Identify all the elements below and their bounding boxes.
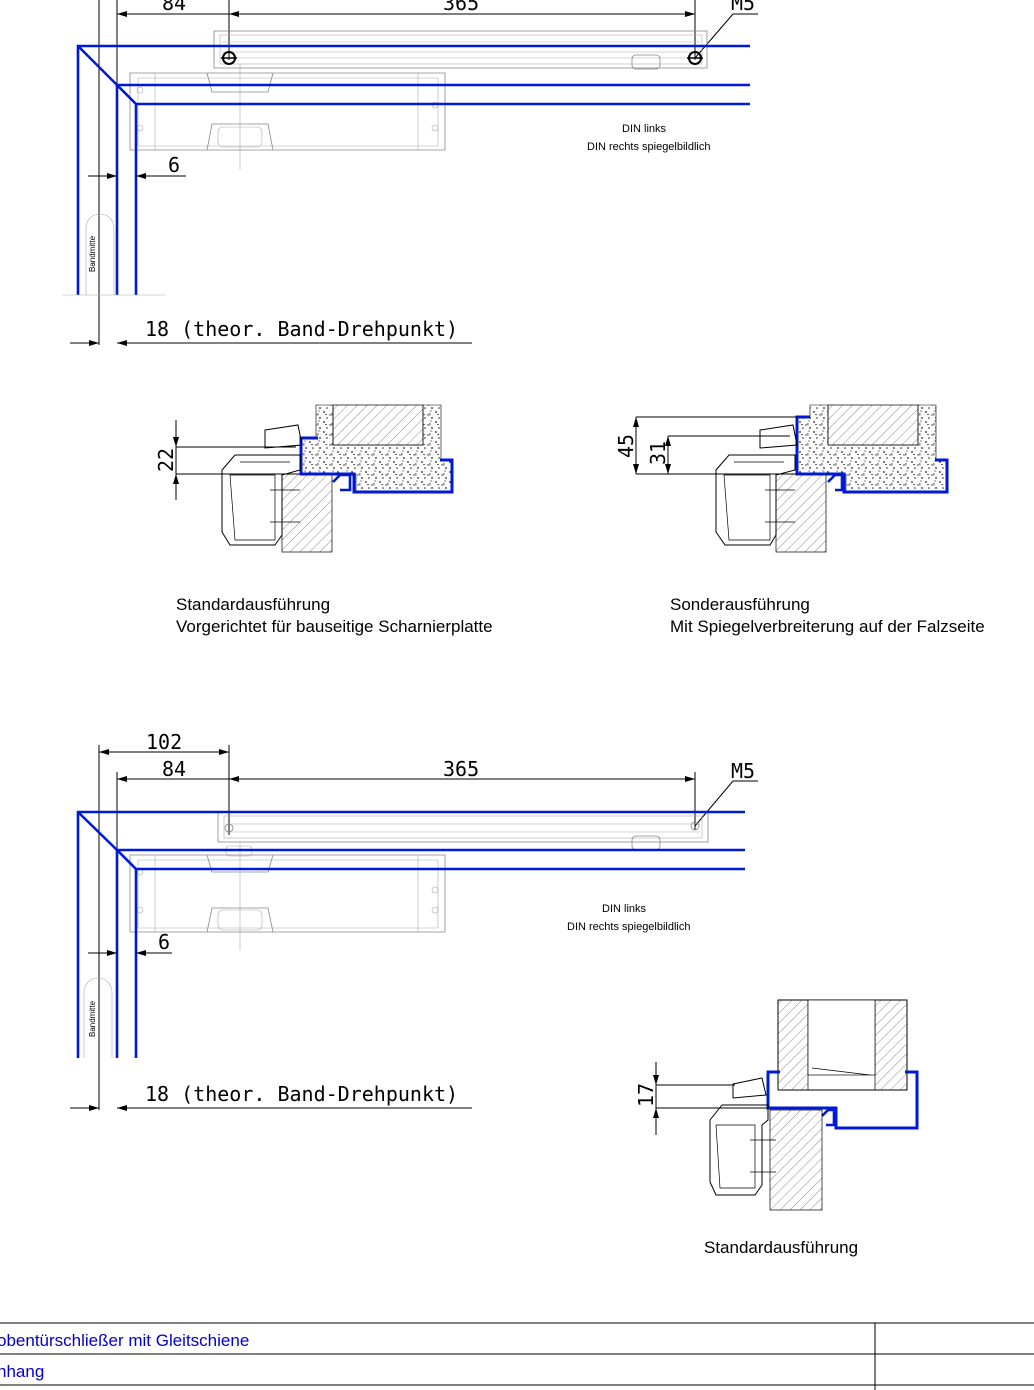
bandmitte-label-bottom: Bandmitte [88, 1000, 97, 1037]
section-standard [173, 404, 454, 553]
bandmitte-label-top: Bandmitte [88, 235, 97, 272]
dim-84-top: 84 [162, 0, 186, 15]
dim-6-bottom: 6 [158, 930, 170, 954]
dim-6-top: 6 [168, 153, 180, 177]
slide-rail [213, 30, 708, 70]
dim-m5-top: M5 [731, 0, 755, 15]
title-block [0, 1322, 1034, 1390]
door-closer-body-bottom [129, 842, 446, 950]
caption-special-2: Mit Spiegelverbreiterung auf der Falzsei… [670, 617, 985, 636]
dim-365-top: 365 [443, 0, 479, 15]
dim-22: 22 [154, 448, 178, 472]
dim-18-lines-bottom [70, 1105, 472, 1111]
dim-6-lines-top [88, 173, 186, 179]
dim-18-lines-top [70, 340, 472, 346]
top-plan-view: 84 365 M5 [62, 0, 758, 346]
bottom-plan-view: 102 84 365 M5 [70, 730, 758, 1111]
title-row-2: nhang [0, 1362, 44, 1381]
dim-m5-bottom: M5 [731, 759, 755, 783]
frame-door-outline-bottom [76, 810, 745, 1058]
caption-standard-2: Vorgerichtet für bauseitige Scharnierpla… [176, 617, 493, 636]
dim-18-top: 18 (theor. Band-Drehpunkt) [145, 317, 458, 341]
section-special [633, 404, 949, 553]
door-closer-body [129, 64, 446, 170]
din-links-top: DIN links [622, 123, 667, 135]
dim-18-bottom: 18 (theor. Band-Drehpunkt) [145, 1082, 458, 1106]
frame-door-outline [76, 44, 750, 295]
dim-45: 45 [614, 434, 638, 458]
dim-102: 102 [146, 730, 182, 754]
dim-31: 31 [646, 441, 670, 465]
din-links-bottom: DIN links [602, 903, 647, 915]
caption-standard-1: Standardausführung [176, 595, 330, 614]
caption-special-1: Sonderausführung [670, 595, 810, 614]
slide-rail-bottom [217, 811, 709, 851]
title-row-1: obentürschließer mit Gleitschiene [0, 1331, 249, 1350]
section-bottom [653, 999, 919, 1211]
hinge-symbol-bottom [83, 977, 113, 1058]
din-rechts-top: DIN rechts spiegelbildlich [587, 141, 711, 153]
din-rechts-bottom: DIN rechts spiegelbildlich [567, 921, 691, 933]
dim-365-bottom: 365 [443, 757, 479, 781]
caption-bottom: Standardausführung [704, 1238, 858, 1257]
dim-6-lines-bottom [88, 950, 172, 956]
dim-17: 17 [634, 1083, 658, 1107]
dim-84-bottom: 84 [162, 757, 186, 781]
hinge-symbol [85, 213, 115, 295]
